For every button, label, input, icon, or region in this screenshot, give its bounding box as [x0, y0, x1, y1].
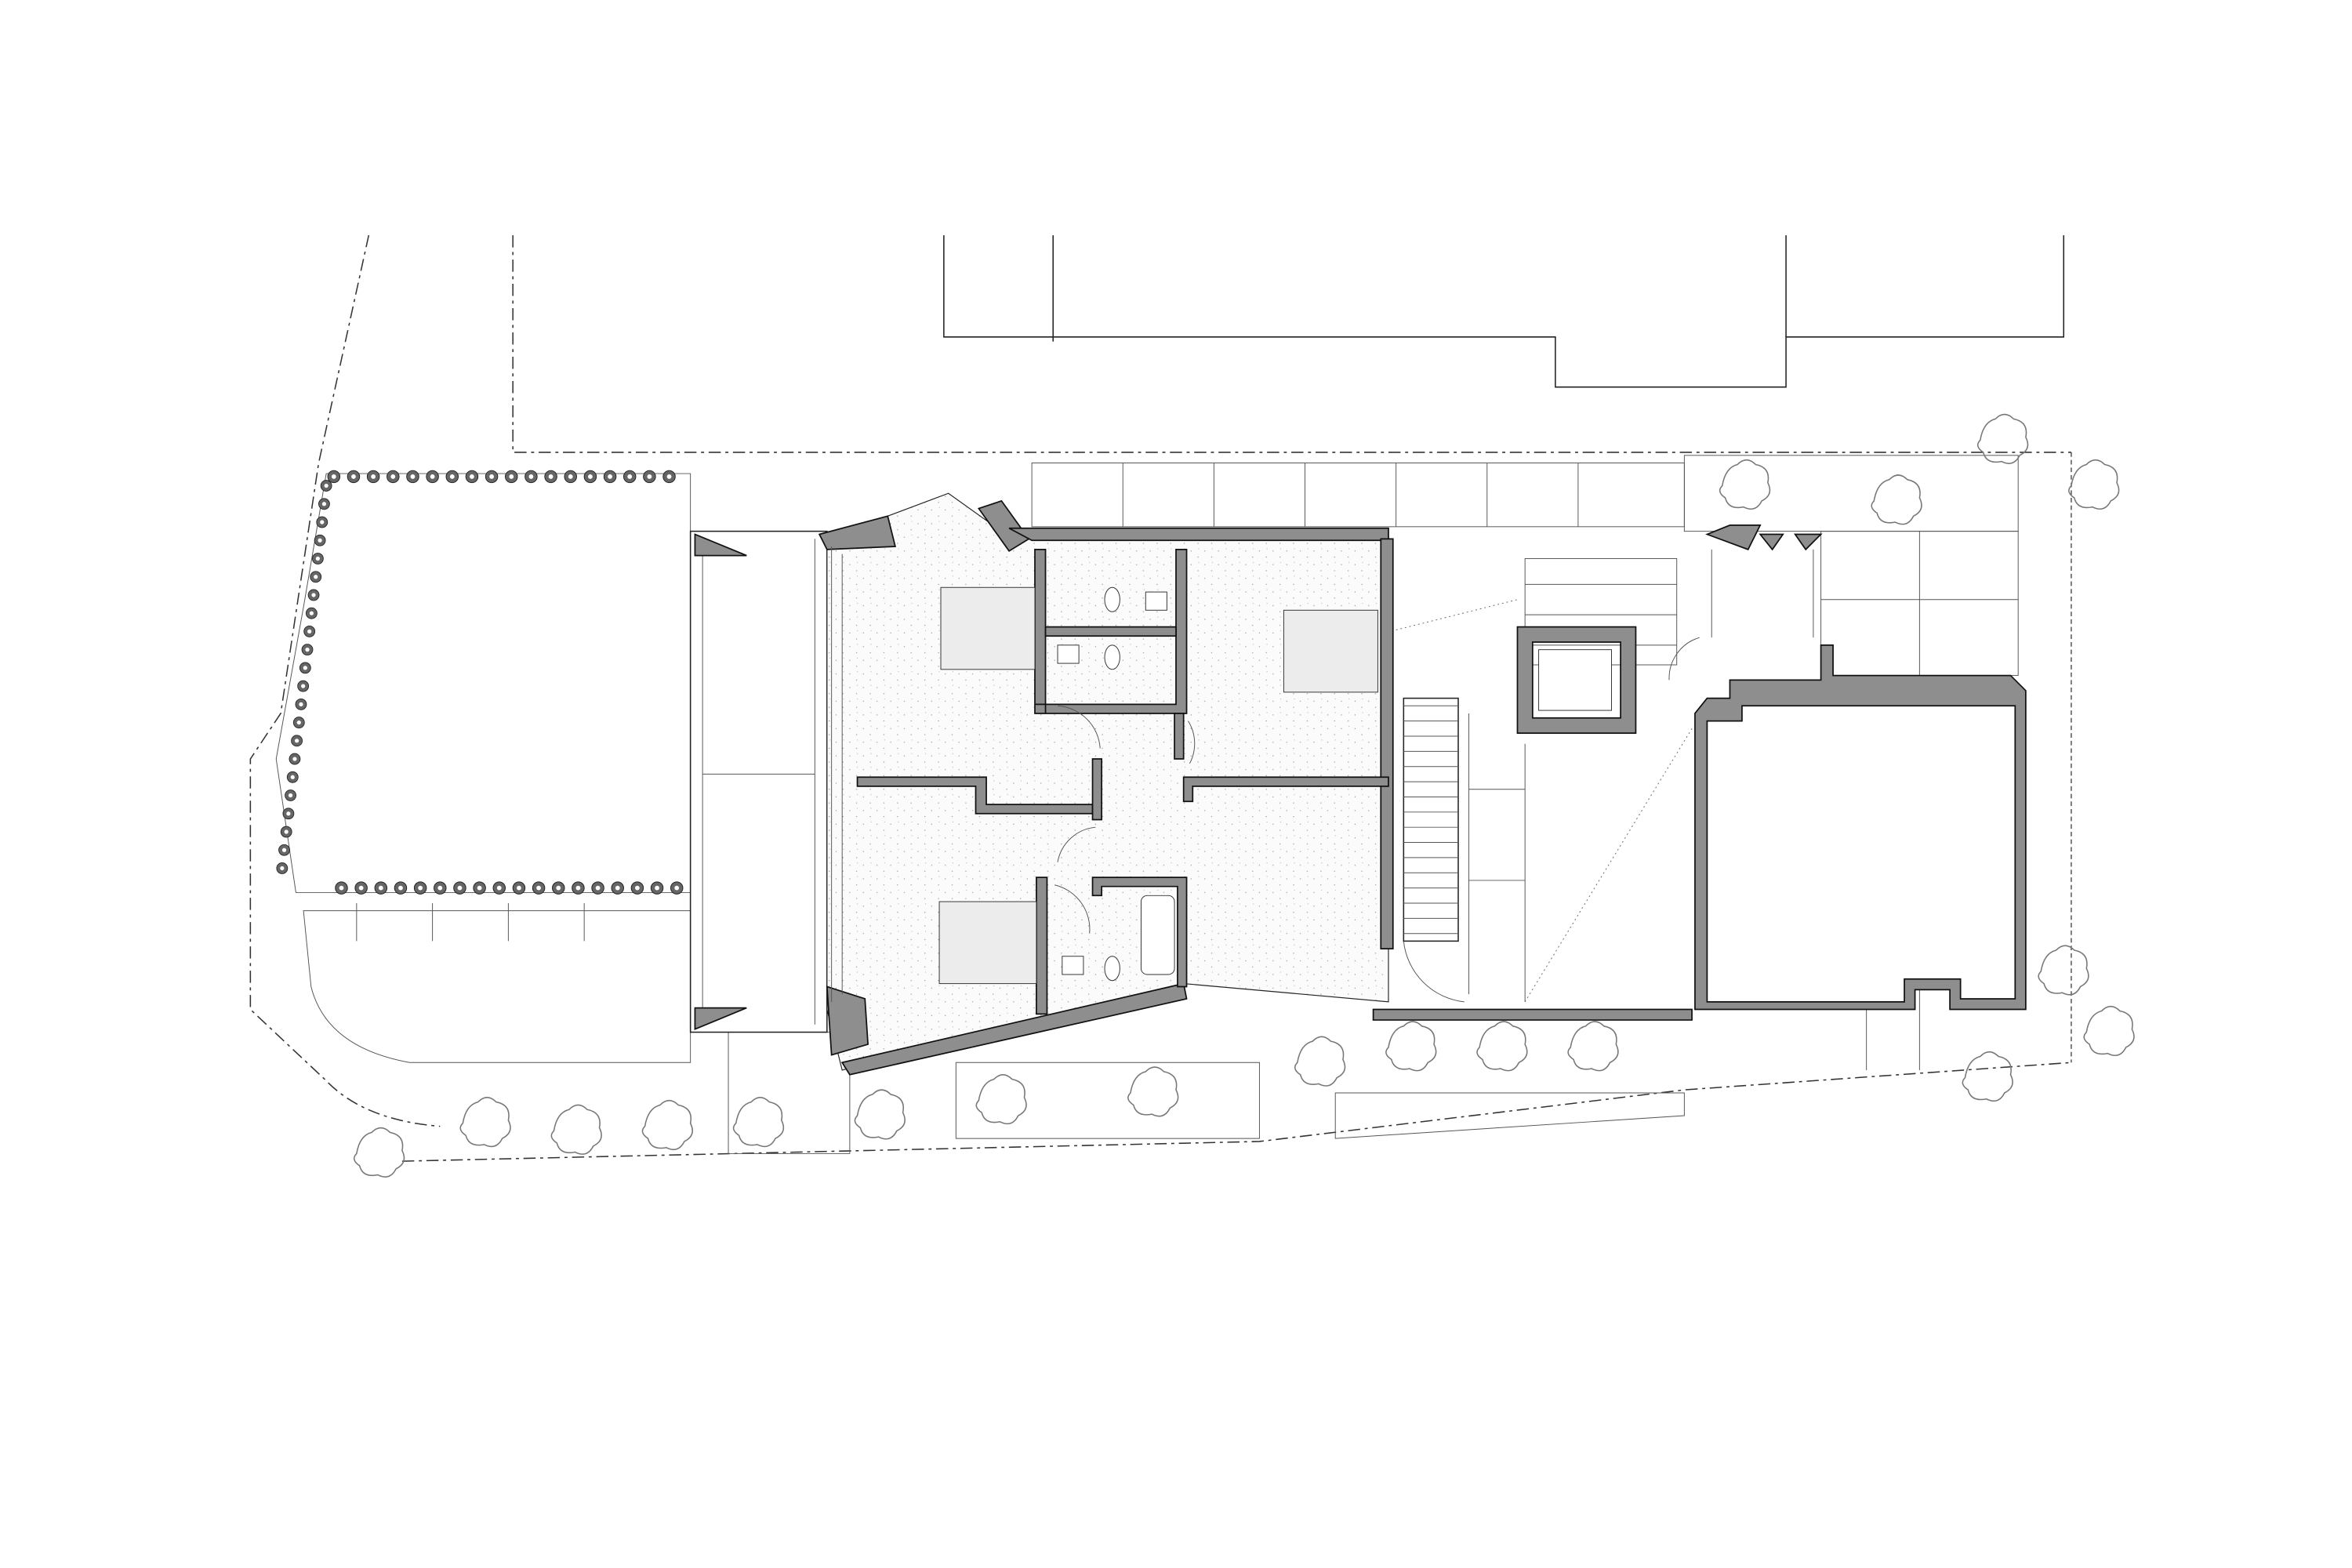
- tree-icon: [1871, 474, 1922, 525]
- shrub-icon: [611, 880, 625, 895]
- shrub-icon: [445, 470, 459, 484]
- carport-roof: [689, 530, 828, 1033]
- tree-icon: [1385, 1021, 1437, 1072]
- terrace-paving: [728, 455, 2019, 1154]
- lift: [1516, 626, 1637, 735]
- bathtub-icon: [1141, 895, 1175, 975]
- shrub-icon: [394, 880, 408, 895]
- shrub-icon: [334, 880, 349, 895]
- shrub-icon: [642, 470, 657, 484]
- shrub-icon: [276, 862, 289, 875]
- tree-icon: [1476, 1021, 1528, 1072]
- lawn: [275, 473, 691, 1063]
- tree-icon: [2083, 1005, 2135, 1057]
- shrub-icon: [327, 470, 341, 484]
- shrub-icon: [366, 470, 380, 484]
- shrub-icon: [314, 534, 326, 547]
- tree-icon: [1127, 1066, 1179, 1117]
- tree-icon: [2068, 459, 2120, 510]
- shrub-icon: [622, 470, 637, 484]
- shrub-icon: [590, 880, 605, 895]
- shrub-icon: [296, 680, 310, 692]
- shrub-icon: [504, 470, 518, 484]
- shrub-icon: [433, 880, 448, 895]
- hedge-row: [276, 470, 684, 895]
- shrub-icon: [309, 570, 322, 583]
- shrub-icon: [492, 880, 506, 895]
- shrub-icon: [280, 826, 293, 838]
- tree-icon: [641, 1099, 694, 1151]
- shrub-icon: [320, 479, 332, 492]
- shrub-icon: [564, 470, 578, 484]
- shrub-icon: [551, 880, 565, 895]
- tree-icon: [459, 1097, 511, 1148]
- neighbouring-building: [943, 235, 2065, 388]
- shrub-icon: [452, 880, 467, 895]
- shrub-icon: [318, 497, 331, 510]
- shrub-icon: [603, 470, 617, 484]
- shrub-icon: [301, 643, 314, 656]
- shrub-icon: [413, 880, 427, 895]
- shrub-icon: [571, 880, 586, 895]
- shrub-icon: [472, 880, 487, 895]
- shrub-icon: [278, 844, 291, 857]
- shrub-icon: [374, 880, 388, 895]
- shrub-icon: [465, 470, 479, 484]
- toilet-icon: [1104, 586, 1120, 982]
- shrub-icon: [347, 470, 361, 484]
- shrub-icon: [295, 698, 307, 711]
- shrub-icon: [286, 771, 299, 784]
- shrub-icon: [630, 880, 644, 895]
- tree-icon: [1976, 413, 2029, 464]
- tree-icon: [353, 1127, 405, 1178]
- basin-icon: [1057, 591, 1167, 975]
- shrub-icon: [307, 589, 320, 601]
- shrub-icon: [583, 470, 597, 484]
- shrub-icon: [543, 470, 558, 484]
- tree-icon: [1567, 1021, 1619, 1072]
- shrub-icon: [311, 552, 325, 565]
- shrub-icon: [532, 880, 546, 895]
- tree-icon: [854, 1089, 906, 1140]
- shrub-icon: [485, 470, 499, 484]
- shrub-icon: [524, 470, 539, 484]
- door-swing-icon: [1054, 637, 1700, 1003]
- stair-landing: [1372, 599, 1693, 1021]
- shrub-icon: [512, 880, 526, 895]
- shrub-icon: [670, 880, 684, 895]
- tree-icon: [2038, 945, 2089, 996]
- shrub-icon: [292, 716, 306, 729]
- tree-icon: [1719, 459, 1771, 510]
- tree-icon: [1962, 1051, 2013, 1102]
- bed-icon: [938, 586, 1378, 985]
- shrub-icon: [315, 516, 328, 528]
- upper-floor: [818, 492, 1394, 1076]
- tree-icon: [550, 1104, 602, 1155]
- shrub-icon: [282, 807, 295, 820]
- site-boundary: [249, 234, 2072, 1162]
- tree-icon: [1294, 1036, 1346, 1087]
- shrub-icon: [662, 470, 677, 484]
- shrub-icon: [290, 734, 303, 747]
- tree-icon: [975, 1073, 1027, 1125]
- shrub-icon: [386, 470, 401, 484]
- garage: [1694, 524, 2027, 1011]
- shrub-icon: [284, 789, 297, 802]
- shrub-icon: [425, 470, 440, 484]
- shrub-icon: [303, 625, 316, 638]
- shrub-icon: [405, 470, 420, 484]
- shrub-icon: [650, 880, 664, 895]
- stair: [1403, 558, 1678, 942]
- shrub-icon: [299, 662, 312, 674]
- shrub-icon: [354, 880, 368, 895]
- tree-icon: [732, 1097, 785, 1148]
- shrub-icon: [289, 753, 301, 765]
- shrub-icon: [305, 607, 318, 620]
